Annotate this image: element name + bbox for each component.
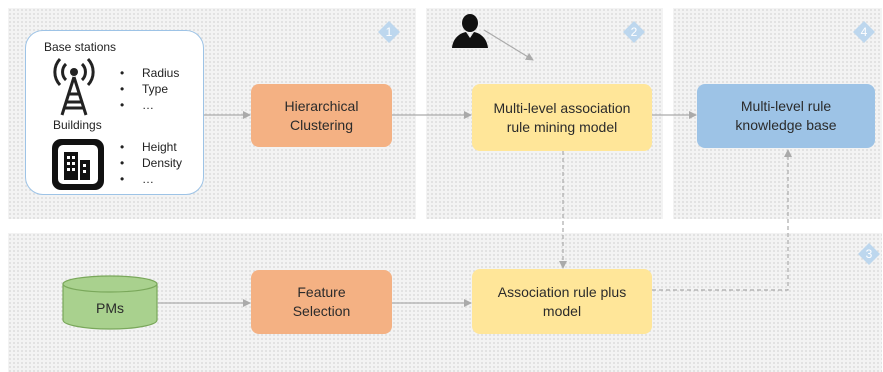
mining-model-box: Multi-level association rule mining model xyxy=(472,84,652,151)
plus-model-line-2: model xyxy=(542,302,582,319)
edge-person-to-mining xyxy=(483,29,534,61)
panel-3-number-badge: 3 xyxy=(858,243,880,265)
buildings-attr-2: Density xyxy=(120,156,182,170)
pms-database: PMs xyxy=(62,275,158,330)
knowledge-base-line-2: knowledge base xyxy=(735,117,837,133)
panel-2-number-badge: 2 xyxy=(623,21,645,43)
plus-model-line-1: Association rule plus xyxy=(497,283,627,300)
buildings-title: Buildings xyxy=(53,118,102,132)
panel-4-number: 4 xyxy=(860,25,868,39)
panel-1-number-badge: 1 xyxy=(378,21,400,43)
plus-model-box: Association rule plus model xyxy=(472,269,652,334)
edge-plus-to-knowledge xyxy=(652,149,792,291)
buildings-attr-1: Height xyxy=(120,140,176,154)
antenna-tower-icon xyxy=(48,57,100,117)
mining-model-line-1: Multi-level association xyxy=(493,99,631,116)
feature-selection-line-1: Feature xyxy=(297,284,346,300)
hierarchical-clustering-line-2: Clustering xyxy=(289,116,353,133)
base-stations-attr-3: … xyxy=(120,98,154,112)
pms-label: PMs xyxy=(96,300,124,316)
base-stations-title: Base stations xyxy=(44,40,117,54)
building-icon xyxy=(50,137,106,192)
knowledge-base-line-1: Multi-level rule xyxy=(740,98,832,114)
base-stations-attr-2: Type xyxy=(120,82,168,96)
knowledge-base-box: Multi-level rule knowledge base xyxy=(697,84,875,148)
base-stations-attr-1: Radius xyxy=(120,66,180,80)
panel-3-number: 3 xyxy=(865,247,873,261)
panel-2-number: 2 xyxy=(630,25,638,39)
feature-selection-line-2: Selection xyxy=(292,303,351,319)
panel-1-number: 1 xyxy=(385,25,393,39)
mining-model-line-2: rule mining model xyxy=(506,118,618,135)
buildings-attr-3: … xyxy=(120,172,154,186)
person-icon xyxy=(450,12,490,48)
panel-4-number-badge: 4 xyxy=(853,21,875,43)
hierarchical-clustering-line-1: Hierarchical xyxy=(284,97,359,114)
